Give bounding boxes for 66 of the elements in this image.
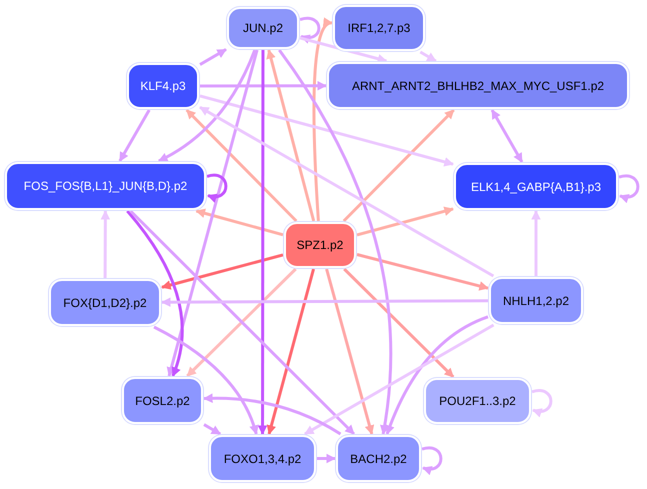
arrow <box>618 174 640 202</box>
gene-node-box <box>227 7 299 49</box>
arrow <box>195 208 284 236</box>
node-label: FOS_FOS{B,L1}_JUN{B,D}.p2 <box>22 179 188 193</box>
arrow <box>199 106 494 278</box>
gene-node-box <box>424 378 531 424</box>
arrow <box>356 253 489 291</box>
arrow <box>300 36 388 64</box>
arrow <box>356 206 454 236</box>
gene-node-box <box>327 62 629 109</box>
arrow <box>203 394 342 436</box>
arrow <box>186 268 297 378</box>
arrow <box>166 50 259 377</box>
arrow <box>200 94 454 167</box>
gene-node-box <box>122 377 203 424</box>
node-label: SPZ1.p2 <box>296 238 344 252</box>
arrow <box>317 454 336 464</box>
arrow <box>312 20 333 222</box>
arrow <box>266 49 316 222</box>
gene-node-box <box>5 162 206 210</box>
arrow <box>158 49 256 162</box>
arrow <box>304 324 494 436</box>
arrow <box>325 268 374 435</box>
arrow <box>129 210 356 436</box>
node-label: NHLH1,2.p2 <box>502 294 570 308</box>
gene-node-box <box>454 163 618 210</box>
node-label: FOSL2.p2 <box>134 394 191 408</box>
arrow <box>186 108 298 222</box>
arrow <box>300 16 320 43</box>
node-label: JUN.p2 <box>242 21 284 35</box>
node-label: FOXO1,3,4.p2 <box>222 452 302 466</box>
arrow <box>153 326 258 435</box>
arrow <box>342 108 455 222</box>
arrow <box>531 210 541 276</box>
arrow <box>422 446 442 474</box>
node-label: FOX{D1,D2}.p2 <box>62 296 148 310</box>
arrow <box>532 389 552 417</box>
arrow <box>386 315 489 435</box>
arrow <box>206 174 228 202</box>
arrow <box>258 50 268 435</box>
arrow <box>420 50 437 62</box>
gene-node-box <box>209 435 316 482</box>
gene-node-box <box>489 277 583 324</box>
gene-node-box <box>284 222 356 268</box>
arrow <box>278 49 392 435</box>
arrow <box>203 423 222 436</box>
node-label: IRF1,2,7.p3 <box>346 21 412 35</box>
node-label: ARNT_ARNT2_BHLHB2_MAX_MYC_USF1.p2 <box>350 78 606 92</box>
arrow <box>266 268 315 435</box>
arrow <box>199 48 227 66</box>
arrow <box>126 210 184 377</box>
arrow <box>200 80 327 91</box>
node-label: BACH2.p2 <box>349 452 408 466</box>
gene-node-box <box>333 5 425 51</box>
arrow <box>100 210 110 278</box>
arrow <box>490 109 524 163</box>
arrow <box>161 297 488 307</box>
gene-node-box <box>336 435 421 482</box>
node-label: KLF4.p3 <box>139 79 187 93</box>
node-label: ELK1,4_GABP{A,B1}.p3 <box>470 180 602 194</box>
gene-node-box <box>127 63 199 109</box>
node-label: POU2F1..3.p2 <box>438 394 517 408</box>
gene-node-box <box>49 279 161 326</box>
arrow <box>161 253 284 290</box>
arrow <box>343 268 454 378</box>
arrow <box>118 109 150 162</box>
